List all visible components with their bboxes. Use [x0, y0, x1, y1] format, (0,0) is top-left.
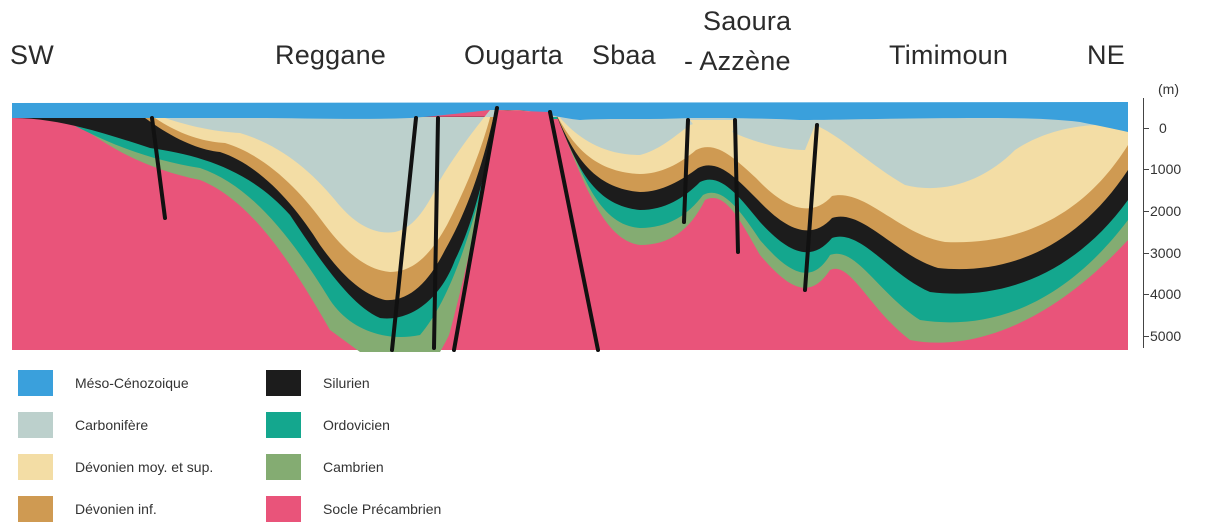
legend-label: Carbonifère: [75, 417, 148, 433]
depth-axis-mark: [1143, 253, 1149, 254]
geological-cross-section: [0, 0, 1212, 360]
depth-axis-mark: [1143, 294, 1149, 295]
legend-swatch: [18, 370, 53, 396]
legend-label: Silurien: [323, 375, 370, 391]
legend-item-ordovicien: Ordovicien: [266, 412, 390, 438]
legend-item-devonien-moy-sup: Dévonien moy. et sup.: [18, 454, 213, 480]
depth-tick-label: 0: [1159, 120, 1167, 136]
legend-swatch: [18, 496, 53, 522]
depth-axis-mark: [1143, 336, 1149, 337]
legend-label: Méso-Cénozoique: [75, 375, 189, 391]
depth-tick-label: 1000: [1150, 161, 1181, 177]
depth-axis-mark: [1143, 169, 1149, 170]
legend-label: Socle Précambrien: [323, 501, 441, 517]
legend-label: Dévonien moy. et sup.: [75, 459, 213, 475]
depth-tick-label: 4000: [1150, 286, 1181, 302]
depth-axis-mark: [1143, 128, 1149, 129]
legend-swatch: [266, 370, 301, 396]
depth-axis-line: [1143, 98, 1144, 348]
depth-tick-label: 5000: [1150, 328, 1181, 344]
depth-tick-label: 2000: [1150, 203, 1181, 219]
legend-label: Cambrien: [323, 459, 384, 475]
depth-unit-label: (m): [1158, 81, 1179, 97]
legend-swatch: [266, 454, 301, 480]
depth-tick-label: 3000: [1150, 245, 1181, 261]
legend-swatch: [266, 496, 301, 522]
legend-item-devonien-inf: Dévonien inf.: [18, 496, 157, 522]
legend-item-meso-cenozoique: Méso-Cénozoique: [18, 370, 189, 396]
legend-swatch: [266, 412, 301, 438]
legend-item-cambrien: Cambrien: [266, 454, 384, 480]
legend-swatch: [18, 412, 53, 438]
legend-item-silurien: Silurien: [266, 370, 370, 396]
depth-axis-mark: [1143, 211, 1149, 212]
legend-swatch: [18, 454, 53, 480]
legend-label: Ordovicien: [323, 417, 390, 433]
legend-item-socle-precambrien: Socle Précambrien: [266, 496, 441, 522]
legend-item-carbonifere: Carbonifère: [18, 412, 148, 438]
legend-label: Dévonien inf.: [75, 501, 157, 517]
